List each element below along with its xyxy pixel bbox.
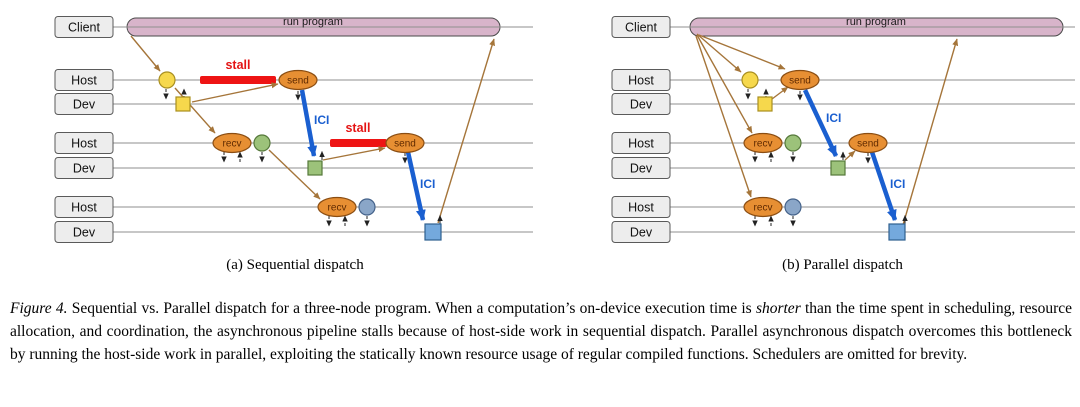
- panel-b-run-program-label: run program: [846, 16, 906, 28]
- panel-a-ici1-label: ICI: [314, 113, 329, 127]
- panel-a-host1-op-circle: [158, 71, 176, 89]
- panel-a-ici2-label: ICI: [420, 177, 435, 191]
- panel-b-recv2-label: recv: [754, 139, 773, 150]
- figure-caption: Figure 4. Sequential vs. Parallel dispat…: [10, 298, 1072, 367]
- panel-b-host1-op-circle: [741, 71, 759, 89]
- panel-a-client-box: [54, 16, 114, 38]
- panel-b-host2-label: Host: [628, 137, 654, 151]
- panel-a-caption: (a) Sequential dispatch: [226, 257, 364, 273]
- panel-a-dispatch-arrow: [174, 87, 216, 134]
- panel-b-dispatch-arrow: [844, 150, 856, 161]
- panel-a-host1-box: [54, 69, 114, 91]
- panel-a-host3-label: Host: [71, 201, 97, 215]
- panel-a-send1-label: send: [287, 76, 309, 87]
- panel-b-client-box: [611, 16, 671, 38]
- panel-b-ici1-label: ICI: [826, 111, 841, 125]
- panel-a-dev1-box: [54, 93, 114, 115]
- panel-b-ici1-arrow: [802, 89, 839, 157]
- panel-b-dev3-box: [611, 221, 671, 243]
- panel-a-stall1-label: stall: [225, 58, 250, 72]
- panel-a-send2-label: send: [394, 139, 416, 150]
- panel-b-recv3-label: recv: [754, 203, 773, 214]
- panel-b-dev3-label: Dev: [630, 226, 653, 240]
- panel-b: run program ICI I: [611, 16, 1075, 243]
- panel-a-dev1-exec-square: [175, 96, 191, 112]
- panel-b-host1-box: [611, 69, 671, 91]
- panel-b-completion-arrow: [902, 38, 959, 226]
- panel-b-dispatch-arrow: [696, 34, 753, 134]
- panel-b-host1-label: Host: [628, 74, 654, 88]
- panel-a-dev2-exec-square: [307, 160, 323, 176]
- panel-a-stall2-label: stall: [345, 121, 370, 135]
- panel-a-recv3-node: [317, 196, 357, 218]
- panel-a-ici1-arrow: [299, 89, 318, 157]
- panel-a-host3-box: [54, 196, 114, 218]
- panel-b-dispatch-arrow: [698, 34, 786, 70]
- panel-b-dispatch-arrow: [696, 33, 742, 73]
- panel-a-host3-op-circle: [358, 198, 376, 216]
- panel-a-dev3-exec-square: [424, 223, 442, 241]
- panel-b-send2-label: send: [857, 139, 879, 150]
- panel-b-ici2-label: ICI: [890, 177, 905, 191]
- panel-b-send1-label: send: [789, 76, 811, 87]
- panel-b-host3-label: Host: [628, 201, 654, 215]
- panel-a-recv3-label: recv: [328, 203, 347, 214]
- panel-b-send1-node: [780, 69, 820, 91]
- panel-a-host2-box: [54, 132, 114, 154]
- panel-b-host2-op-circle: [784, 134, 802, 152]
- panel-b-client-label: Client: [625, 21, 657, 35]
- panel-b-dev1-exec-square: [757, 96, 773, 112]
- panel-a-host2-op-circle: [253, 134, 271, 152]
- panel-a-send2-node: [385, 132, 425, 154]
- dispatch-diagrams: run program stall stall: [54, 16, 1075, 243]
- panel-a-recv2-node: [212, 132, 252, 154]
- panel-b-host3-box: [611, 196, 671, 218]
- panel-b-ici2-arrow: [869, 151, 898, 221]
- panel-a-send1-node: [278, 69, 318, 91]
- panel-a: run program stall stall: [54, 16, 533, 243]
- figure-caption-text-2: than the time spent in scheduling, resou…: [10, 300, 1072, 363]
- panel-b-dispatch-arrow: [771, 86, 789, 100]
- panel-b-host3-op-circle: [784, 198, 802, 216]
- panel-a-stall1-bar: [200, 76, 276, 84]
- panel-a-host2-label: Host: [71, 137, 97, 151]
- panel-a-dispatch-arrow: [130, 35, 161, 72]
- panel-b-dev2-box: [611, 157, 671, 179]
- figure-caption-text-1: Sequential vs. Parallel dispatch for a t…: [67, 300, 756, 317]
- panel-a-dev3-box: [54, 221, 114, 243]
- panel-b-recv2-node: [743, 132, 783, 154]
- panel-a-dispatch-arrow: [322, 146, 386, 161]
- panel-a-completion-arrow: [437, 38, 495, 224]
- panel-a-dev2-box: [54, 157, 114, 179]
- panel-a-dispatch-arrow: [268, 149, 321, 200]
- panel-b-dev2-label: Dev: [630, 162, 653, 176]
- panel-a-dev1-label: Dev: [73, 98, 96, 112]
- panel-b-host2-box: [611, 132, 671, 154]
- panel-b-dev3-exec-square: [888, 223, 906, 241]
- panel-a-dev2-label: Dev: [73, 162, 96, 176]
- panel-b-caption: (b) Parallel dispatch: [782, 257, 903, 273]
- panel-b-dispatch-arrow: [695, 35, 752, 198]
- panel-a-recv2-label: recv: [223, 139, 242, 150]
- panel-a-client-label: Client: [68, 21, 100, 35]
- panel-b-dev2-exec-square: [830, 160, 846, 176]
- panel-b-dev1-box: [611, 93, 671, 115]
- figure-caption-tag: Figure 4.: [10, 300, 68, 317]
- panel-a-host1-label: Host: [71, 74, 97, 88]
- figure-caption-italic-word: shorter: [755, 300, 801, 317]
- panel-a-stall2-bar: [330, 139, 387, 147]
- panel-a-dispatch-arrow: [191, 82, 279, 103]
- panel-b-dev1-label: Dev: [630, 98, 653, 112]
- panel-a-dev3-label: Dev: [73, 226, 96, 240]
- panel-b-send2-node: [848, 132, 888, 154]
- panel-a-run-program-label: run program: [283, 16, 343, 28]
- panel-b-recv3-node: [743, 196, 783, 218]
- panel-a-ici2-arrow: [405, 151, 426, 221]
